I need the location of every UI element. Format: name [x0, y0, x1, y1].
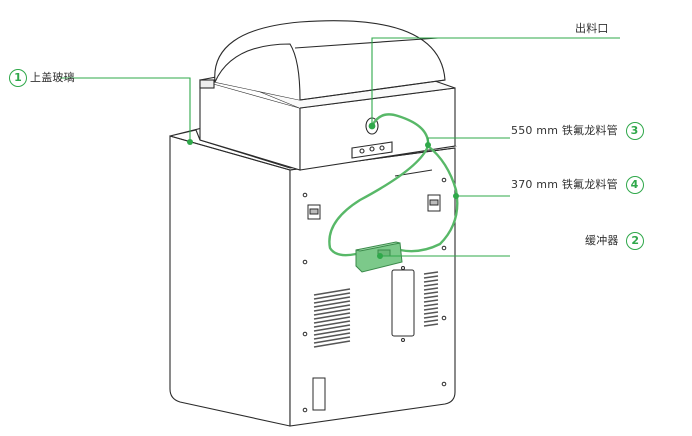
callout-label-ptfe-370: 370 mm 铁氟龙料管: [511, 178, 618, 191]
callout-number-3: 3: [625, 122, 644, 140]
tube-550: [328, 113, 430, 257]
callout-label-buffer: 缓冲器: [585, 234, 619, 247]
callout-outlet: 出料口: [575, 22, 609, 36]
callout-label-top-cover-glass: 上盖玻璃: [30, 71, 75, 84]
vent-right: [423, 271, 439, 327]
vent-left: [313, 288, 351, 348]
anchor-dots: [187, 122, 459, 259]
ptfe-tubes: [328, 113, 459, 257]
top-cover: [199, 20, 456, 171]
callout-number-2: 2: [626, 232, 645, 250]
callout-ptfe-370: 370 mm 铁氟龙料管 4: [511, 176, 647, 194]
callout-ptfe-550: 550 mm 铁氟龙料管 3: [511, 122, 647, 140]
callout-number-1: 1: [9, 69, 27, 87]
callout-label-outlet: 出料口: [575, 22, 609, 35]
callout-label-ptfe-550: 550 mm 铁氟龙料管: [511, 124, 618, 137]
side-details: [302, 169, 447, 413]
tube-370: [399, 145, 459, 253]
callout-buffer: 缓冲器 2: [585, 232, 647, 250]
leader-lines: [60, 37, 620, 257]
callout-number-4: 4: [625, 176, 644, 194]
